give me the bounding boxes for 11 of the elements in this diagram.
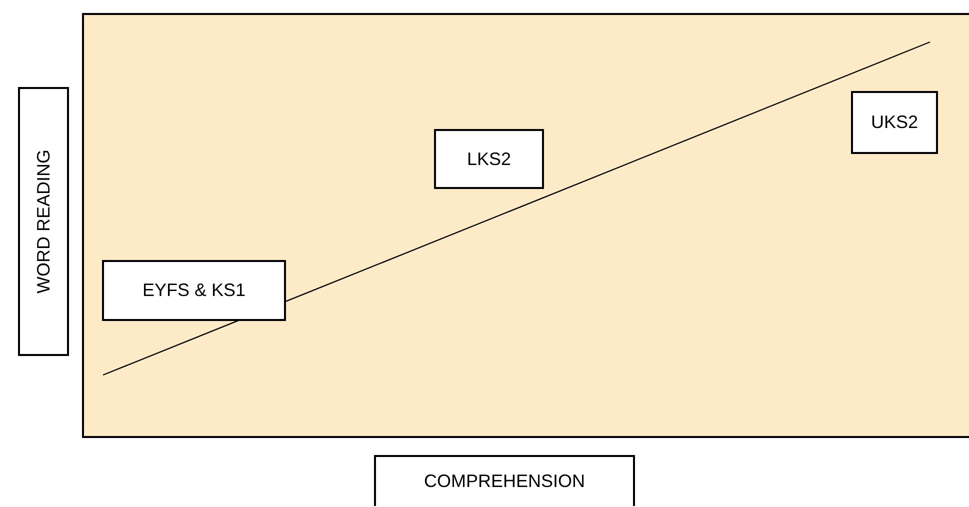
- chart-panel: [82, 13, 969, 438]
- stage-label: LKS2: [466, 148, 512, 170]
- axis-label: WORD READING: [33, 150, 54, 294]
- axis-label-box: [18, 87, 69, 356]
- stage-label: EYFS & KS1: [142, 280, 246, 301]
- stage-box: [851, 91, 938, 154]
- axis-label: COMPREHENSION: [424, 471, 585, 492]
- axis-label-box: [374, 455, 635, 506]
- stage-box: [434, 129, 544, 189]
- stage-box: [102, 260, 286, 321]
- stage-label: UKS2: [870, 112, 918, 133]
